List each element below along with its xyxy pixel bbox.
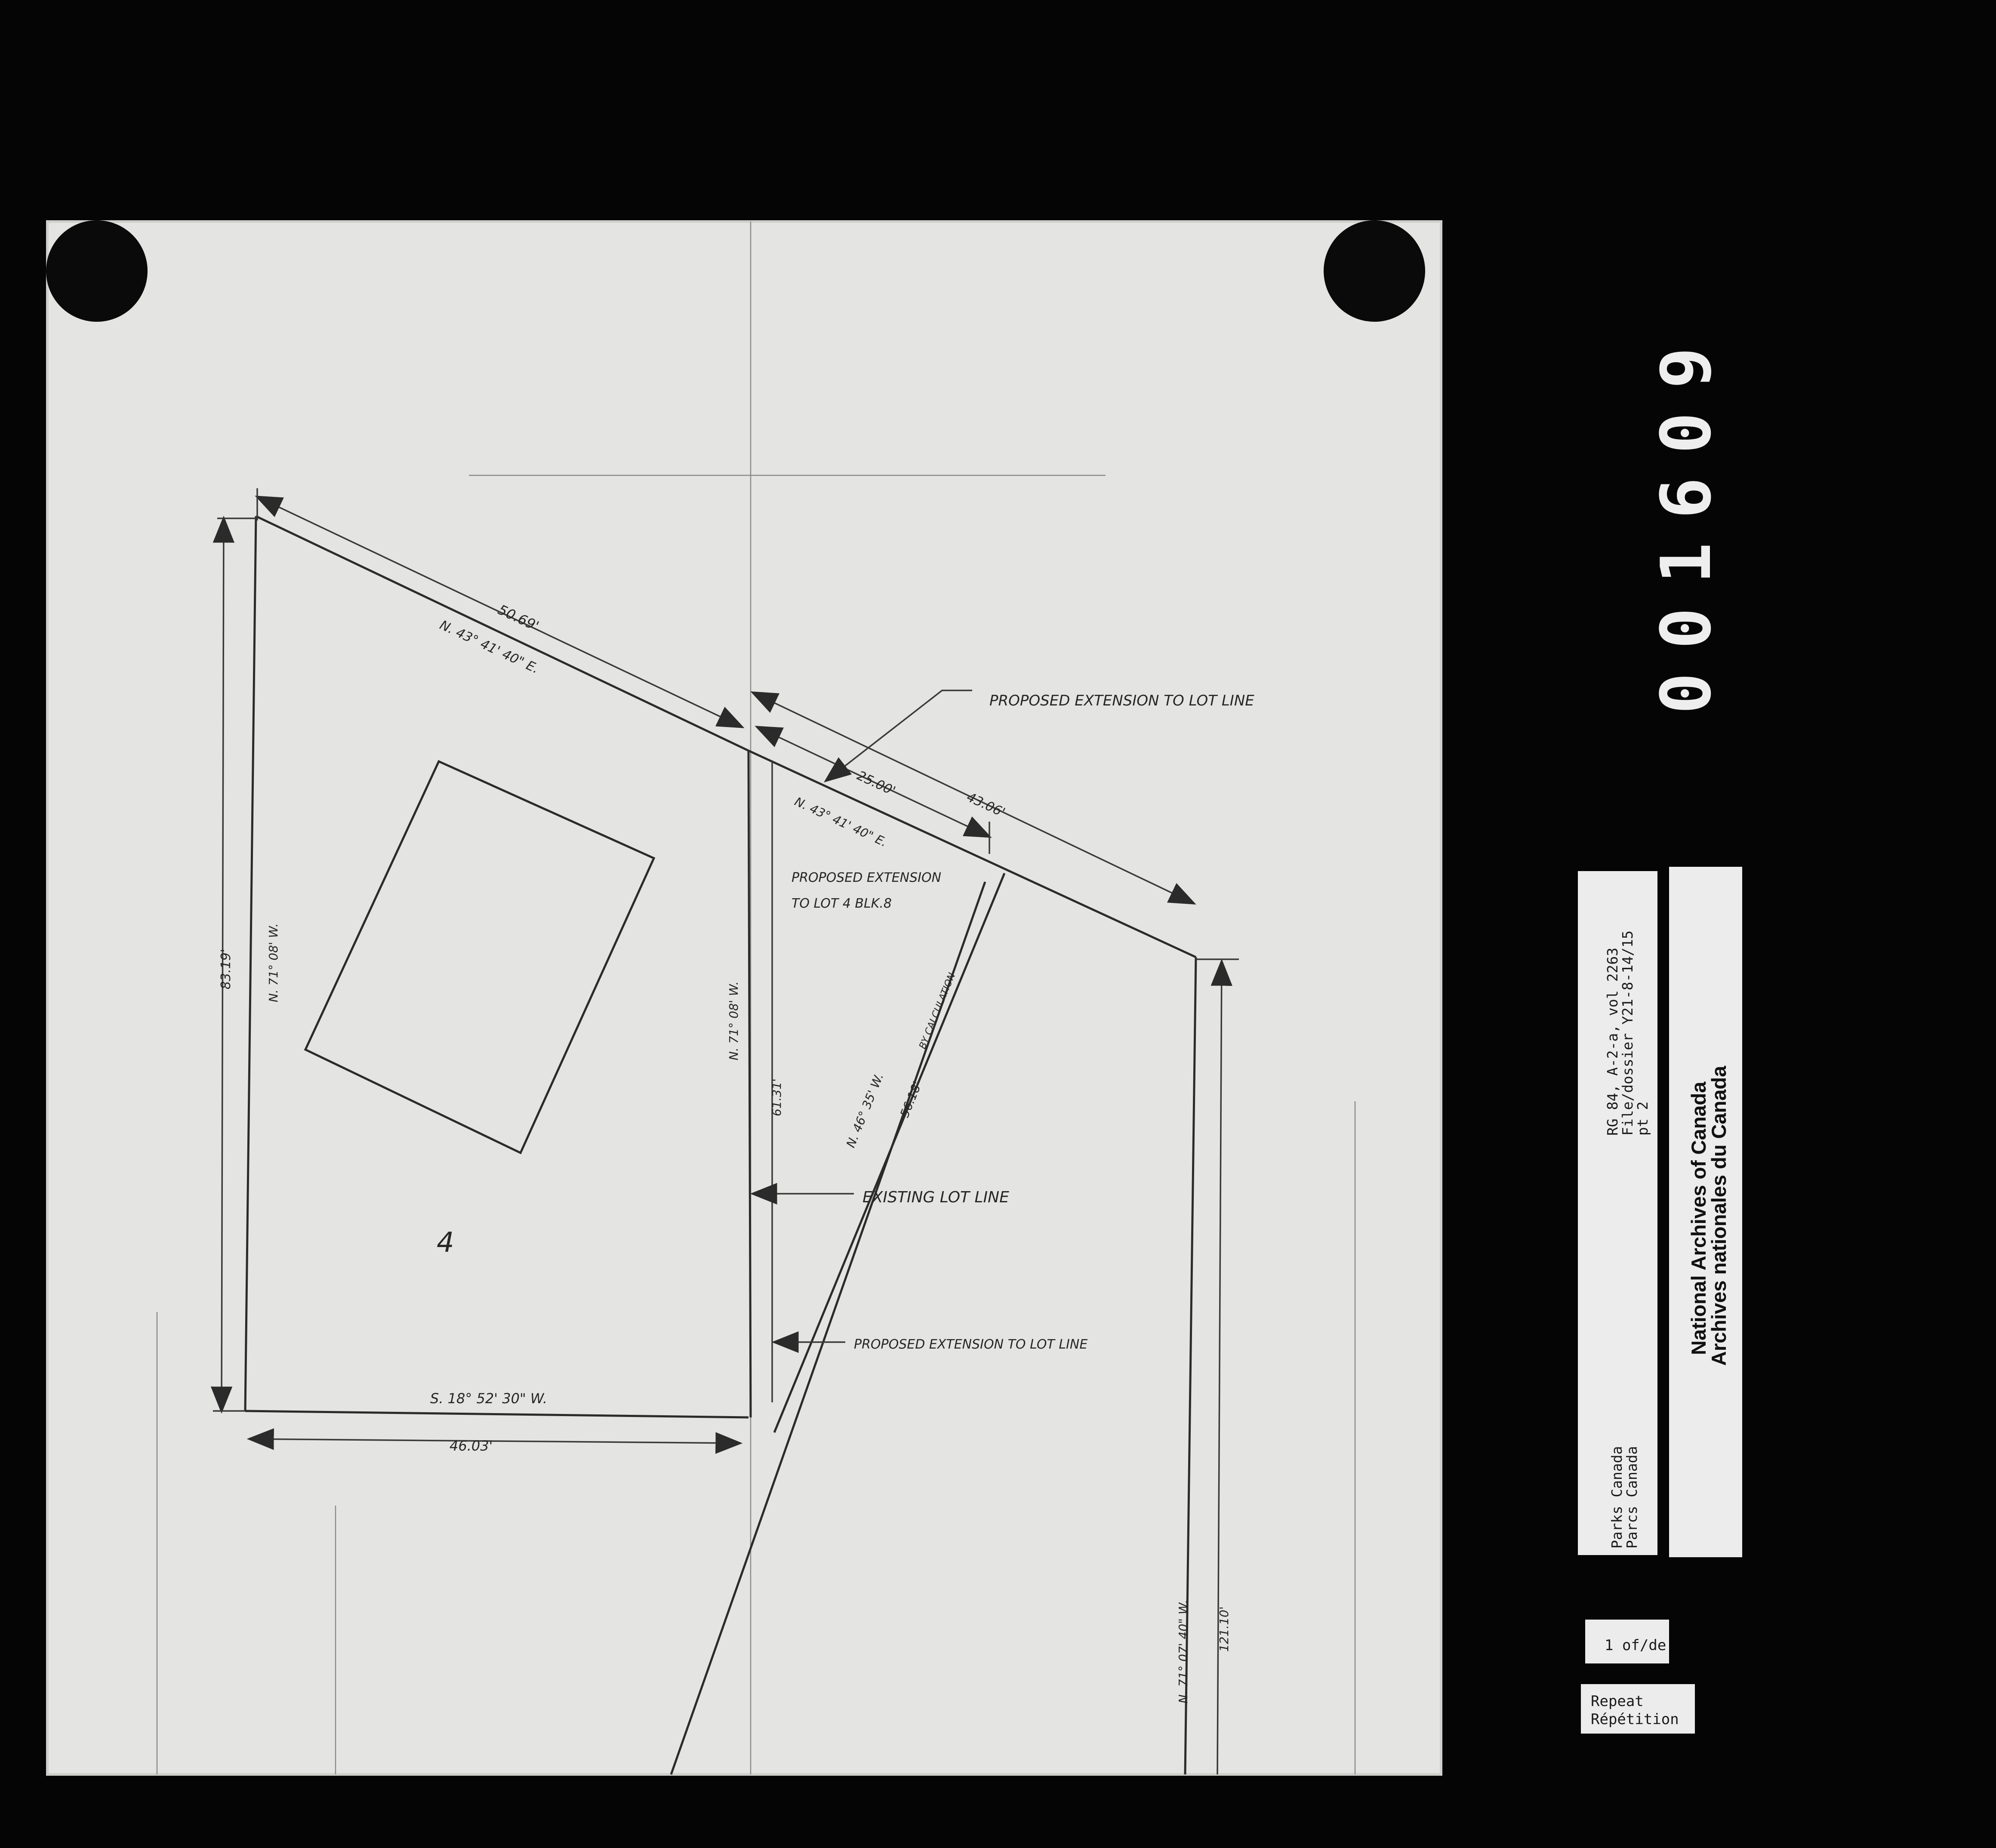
note-existing-lot-line: EXISTING LOT LINE <box>862 1189 1009 1206</box>
note-proposed-extension-lot-1: PROPOSED EXTENSION <box>792 870 941 885</box>
reference-line-1: RG 84, A-2-a, vol 2263 <box>1604 948 1621 1136</box>
left-lot-line <box>244 516 257 1411</box>
survey-plan <box>210 488 1239 1775</box>
dimension-left <box>210 515 235 1414</box>
archive-label: RG 84, A-2-a, vol 2263 File/dossier Y21-… <box>1578 867 1742 1557</box>
note-proposed-extension-top: PROPOSED EXTENSION TO LOT LINE <box>989 692 1254 709</box>
dim-bottom-length: 46.03' <box>450 1438 493 1454</box>
dimension-extension-25 <box>755 726 992 838</box>
institution-line-2: Archives nationales du Canada <box>1707 1066 1730 1366</box>
repeat-line-1: Repeat <box>1591 1693 1644 1710</box>
dim-left-length: 83.19' <box>219 949 234 989</box>
leader-proposed-top <box>824 690 972 782</box>
page-count-box <box>1585 1620 1669 1663</box>
punch-hole-right <box>1324 220 1425 322</box>
film-frame-number: 001609 <box>1646 323 1726 714</box>
dimension-bottom <box>246 1428 743 1454</box>
repeat-line-2: Répétition <box>1591 1711 1679 1728</box>
note-proposed-extension-bottom: PROPOSED EXTENSION TO LOT LINE <box>854 1337 1087 1352</box>
page-count: 1 of/de <box>1605 1637 1666 1654</box>
institution-line-1: National Archives of Canada <box>1687 1081 1710 1355</box>
right-lot-line <box>1184 957 1197 1775</box>
dimension-top <box>255 496 745 728</box>
diagonal-extension-long <box>670 881 986 1775</box>
reference-line-3: pt 2 <box>1634 1102 1651 1136</box>
reference-line-2: File/dossier Y21-8-14/15 <box>1619 930 1636 1136</box>
dimension-right <box>1211 958 1232 1775</box>
dim-bottom-bearing: S. 18° 52' 30" W. <box>430 1390 547 1407</box>
punch-hole-left <box>46 220 148 322</box>
lot-number: 4 <box>437 1227 454 1259</box>
dim-mid-length: 61.31' <box>770 1078 784 1116</box>
agency-line-1: Parks Canada <box>1608 1446 1625 1549</box>
sheet-fold-lines <box>156 222 1356 1774</box>
repeat-box <box>1581 1684 1695 1734</box>
bottom-lot-line <box>245 1410 749 1419</box>
drawing-sheet <box>47 222 1441 1774</box>
building-footprint <box>304 760 656 1155</box>
reference-card <box>1578 871 1657 1555</box>
note-proposed-extension-lot-2: TO LOT 4 BLK.8 <box>792 896 892 911</box>
dim-left-bearing: N. 71° 08' W. <box>266 923 280 1002</box>
dim-mid-bearing: N. 71° 08' W. <box>727 981 741 1060</box>
dim-right-length: 121.10' <box>1217 1606 1231 1652</box>
agency-line-2: Parcs Canada <box>1623 1446 1640 1549</box>
institution-card <box>1669 867 1742 1557</box>
dim-right-bearing: N. 71° 07' 40" W. <box>1176 1600 1190 1703</box>
existing-lot-line <box>747 750 752 1418</box>
